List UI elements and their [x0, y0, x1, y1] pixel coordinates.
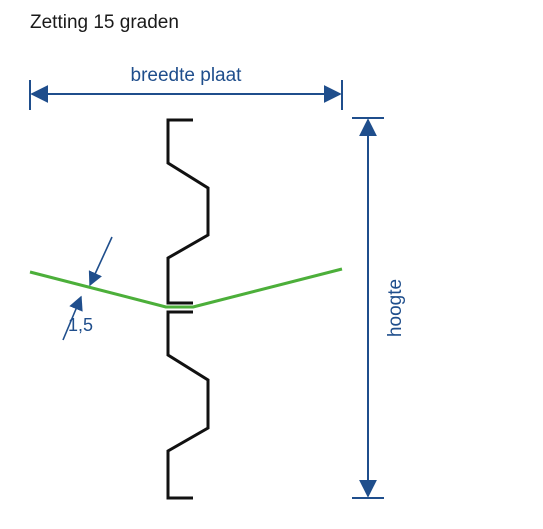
offset-dimension-arrow-upper	[88, 236, 113, 287]
offset-dimension-label: 1,5	[68, 315, 93, 335]
width-dimension: breedte plaat	[29, 65, 343, 110]
height-dimension-label: hoogte	[385, 279, 406, 337]
offset-dimension-arrow-lower	[62, 295, 83, 341]
width-dimension-label: breedte plaat	[131, 65, 243, 86]
offset-dimension: 1,5	[62, 236, 113, 341]
angle-line	[29, 267, 343, 309]
height-dimension: hoogte	[352, 117, 406, 499]
sheet-profile-upper-segment	[166, 118, 210, 305]
diagram-title: Zetting 15 graden	[30, 12, 179, 33]
sheet-profile-lower-segment	[166, 310, 210, 500]
sheet-profile	[166, 118, 210, 500]
